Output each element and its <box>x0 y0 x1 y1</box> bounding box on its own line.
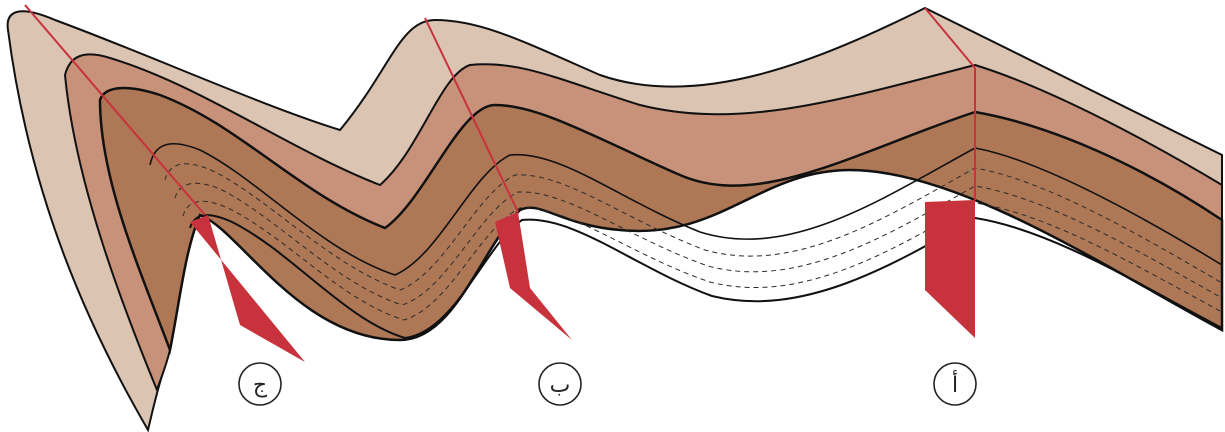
label-c-badge: ج <box>239 363 281 405</box>
axial-plane-a <box>925 200 975 338</box>
label-a-badge: أ <box>934 363 976 405</box>
label-b-badge: ب <box>539 363 581 405</box>
label-b-text: ب <box>550 373 571 398</box>
label-a-text: أ <box>952 370 958 398</box>
label-c-text: ج <box>253 373 268 398</box>
axial-plane-b <box>495 212 572 340</box>
